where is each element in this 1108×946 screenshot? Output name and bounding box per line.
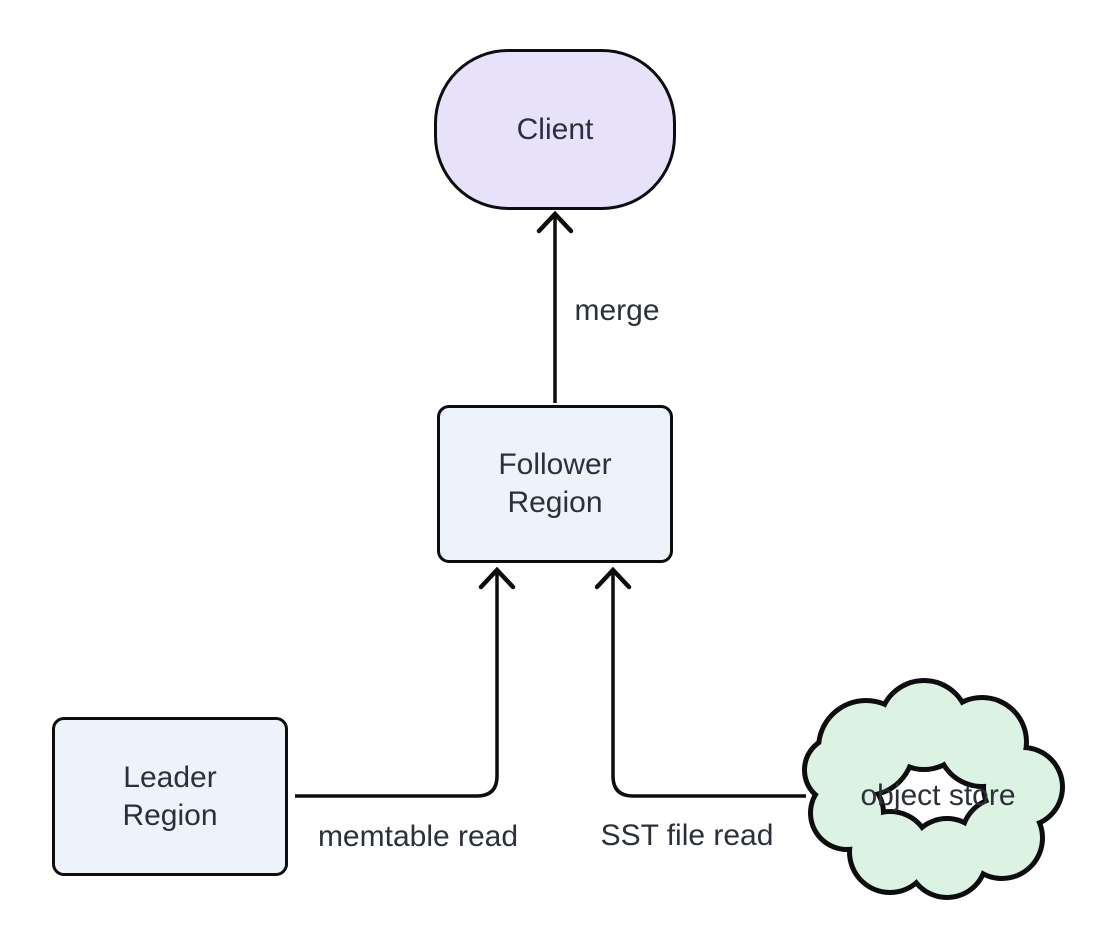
arrowhead-up-icon	[594, 566, 632, 590]
node-follower-region-label-line2: Region	[507, 486, 603, 519]
edge-sst-file-read-line	[611, 572, 806, 798]
node-leader-region-label-line1: Leader	[123, 760, 217, 794]
edge-label-sst-file-read: SST file read	[600, 819, 774, 852]
node-leader-region-label-line2: Region	[122, 798, 218, 832]
arrowhead-up-icon	[536, 210, 574, 234]
node-follower-region: Follower Region	[437, 405, 673, 563]
node-client-label: Client	[516, 112, 594, 146]
arrowhead-up-icon	[478, 566, 516, 590]
node-leader-region: Leader Region	[52, 717, 288, 876]
edge-memtable-read-line	[295, 572, 499, 798]
edge-label-merge: merge	[574, 294, 660, 327]
node-follower-region-label-line1: Follower	[498, 448, 612, 481]
edge-label-memtable-read: memtable read	[317, 820, 519, 853]
node-client: Client	[434, 49, 676, 210]
node-object-store-label: object store	[860, 779, 1016, 812]
